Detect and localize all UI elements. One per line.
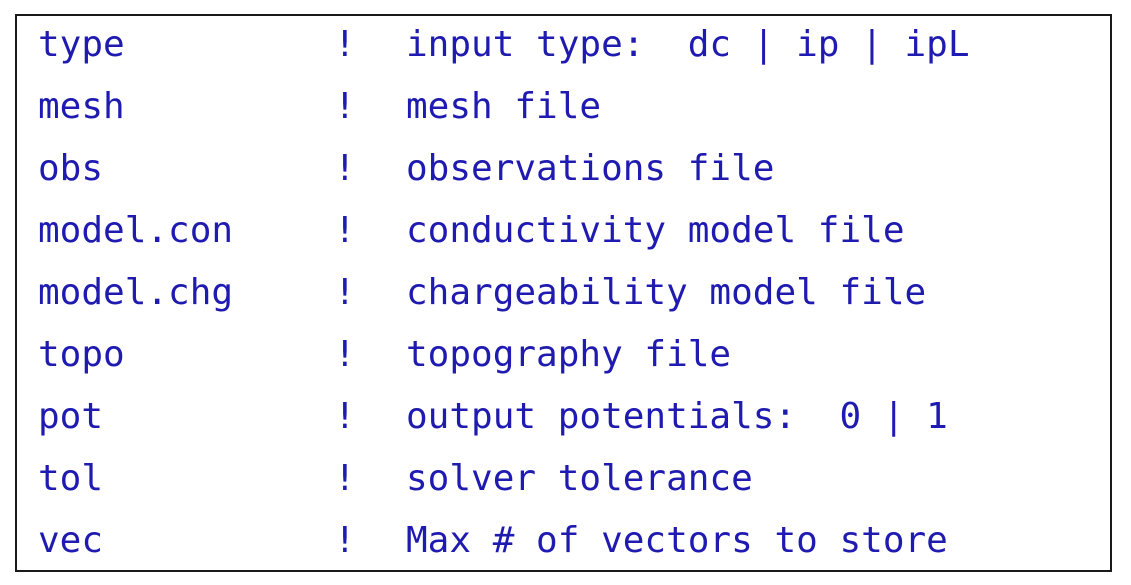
parameter-key: obs	[38, 148, 104, 189]
parameter-key: topo	[38, 334, 125, 375]
parameter-key: mesh	[38, 86, 125, 127]
parameter-key: vec	[38, 520, 104, 561]
parameter-row-model-con: model.con ! conductivity model file	[38, 200, 970, 262]
parameter-row-tol: tol ! solver tolerance	[38, 448, 970, 510]
parameter-description: input type: dc | ip | ipL	[406, 24, 970, 65]
comment-marker: !	[334, 396, 356, 437]
parameter-description: conductivity model file	[406, 210, 905, 251]
parameter-row-model-chg: model.chg ! chargeability model file	[38, 262, 970, 324]
comment-marker: !	[334, 148, 356, 189]
parameter-row-mesh: mesh ! mesh file	[38, 76, 970, 138]
parameter-key: model.chg	[38, 272, 234, 313]
parameter-description: observations file	[406, 148, 775, 189]
parameter-description: chargeability model file	[406, 272, 927, 313]
comment-marker: !	[334, 272, 356, 313]
input-file-frame	[15, 14, 1112, 572]
parameter-key: type	[38, 24, 125, 65]
comment-marker: !	[334, 520, 356, 561]
input-parameter-list: type ! input type: dc | ip | ipL mesh ! …	[38, 14, 970, 572]
parameter-row-vec: vec ! Max # of vectors to store	[38, 510, 970, 572]
parameter-key: pot	[38, 396, 104, 437]
parameter-description: topography file	[406, 334, 732, 375]
parameter-row-type: type ! input type: dc | ip | ipL	[38, 14, 970, 76]
parameter-key: model.con	[38, 210, 234, 251]
parameter-key: tol	[38, 458, 104, 499]
parameter-description: solver tolerance	[406, 458, 753, 499]
comment-marker: !	[334, 86, 356, 127]
comment-marker: !	[334, 334, 356, 375]
comment-marker: !	[334, 210, 356, 251]
comment-marker: !	[334, 24, 356, 65]
parameter-row-obs: obs ! observations file	[38, 138, 970, 200]
parameter-description: mesh file	[406, 86, 602, 127]
comment-marker: !	[334, 458, 356, 499]
parameter-description: output potentials: 0 | 1	[406, 396, 948, 437]
parameter-row-topo: topo ! topography file	[38, 324, 970, 386]
parameter-row-pot: pot ! output potentials: 0 | 1	[38, 386, 970, 448]
parameter-description: Max # of vectors to store	[406, 520, 948, 561]
